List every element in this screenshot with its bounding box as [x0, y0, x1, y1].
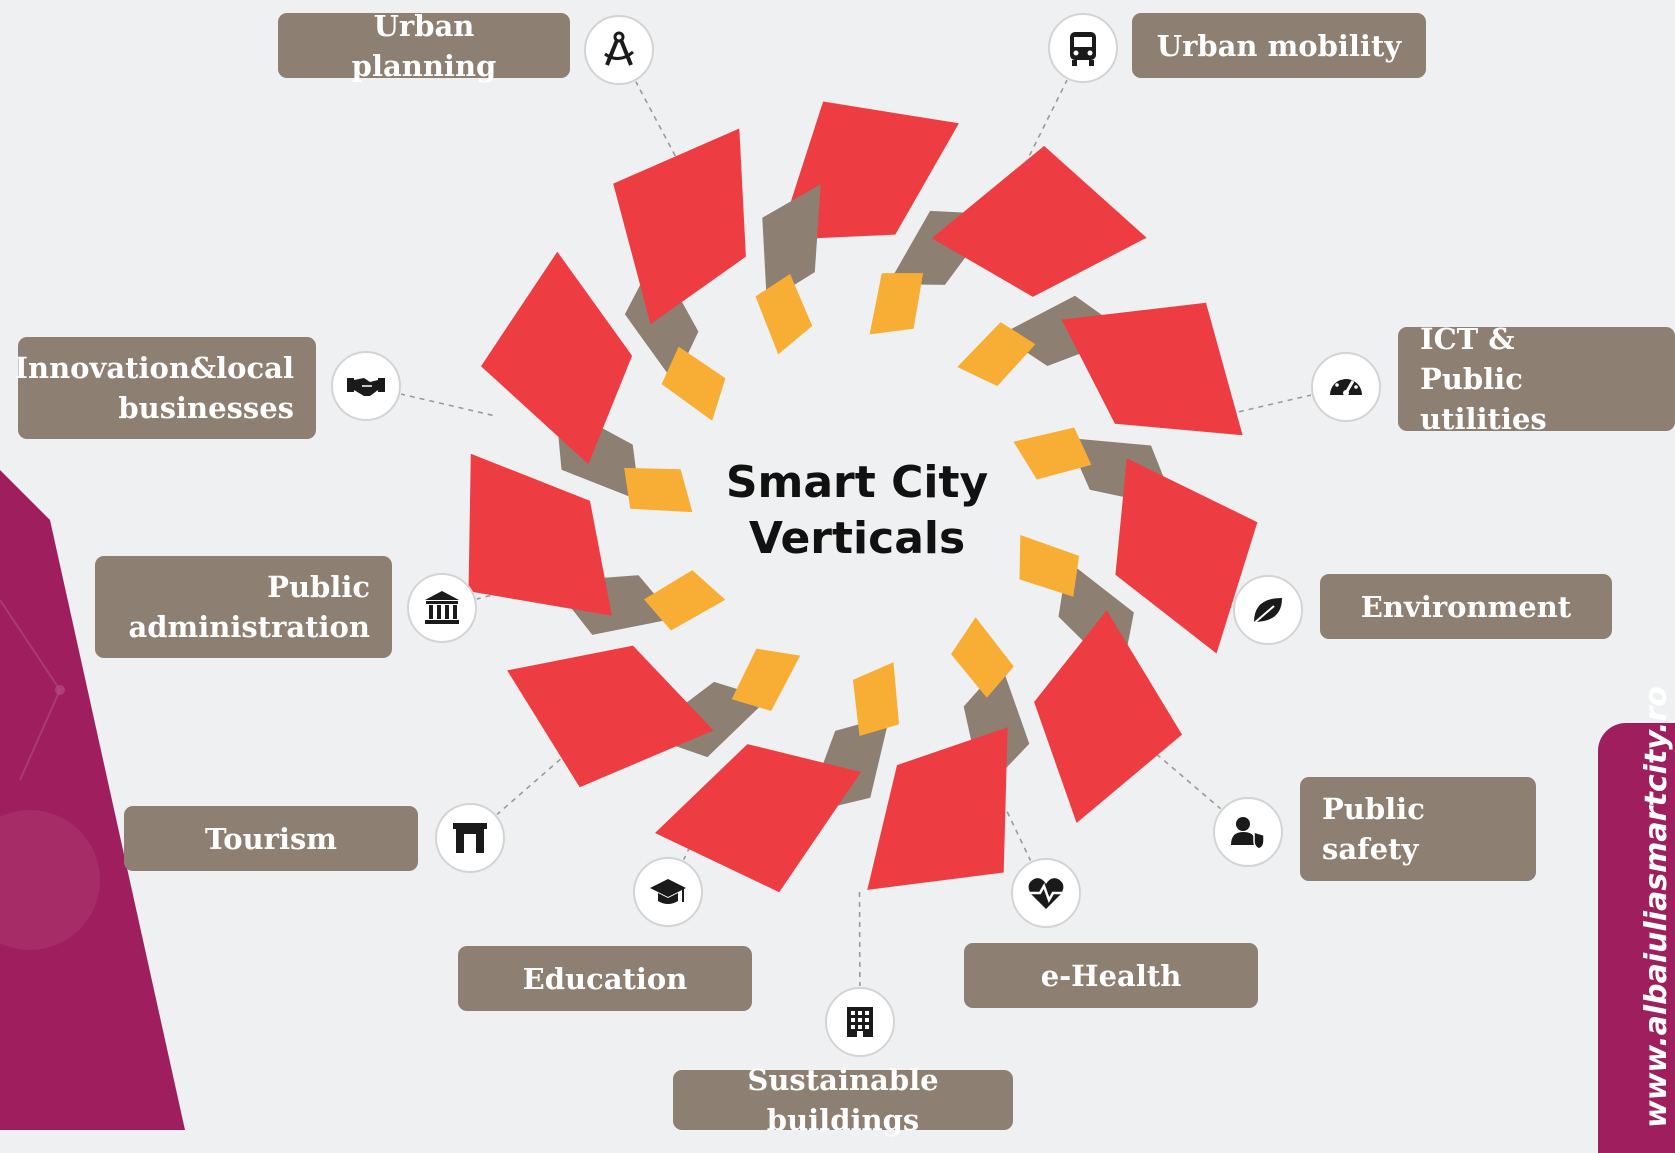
gauge-icon — [1312, 353, 1380, 421]
leaf-icon — [1234, 576, 1302, 644]
website-url: www.albaiuliasmartcity.ro — [1640, 686, 1674, 1128]
connector-line — [401, 394, 493, 415]
center-title-line-2: Verticals — [672, 511, 1042, 567]
building-icon — [826, 988, 894, 1056]
drafting-compass-icon — [585, 16, 653, 84]
yellow-petal — [756, 274, 813, 354]
label-education: Education — [458, 946, 752, 1011]
center-title: Smart City Verticals — [672, 455, 1042, 567]
yellow-petal — [853, 662, 899, 736]
red-petal — [613, 129, 746, 325]
user-shield-icon — [1214, 798, 1282, 866]
label-tourism: Tourism — [124, 806, 418, 871]
columns-icon — [408, 574, 476, 642]
arch-icon — [436, 804, 504, 872]
red-petal — [1034, 610, 1182, 823]
label-public-safety: Public safety — [1300, 777, 1536, 881]
red-petal — [1062, 303, 1243, 436]
label-environment: Environment — [1320, 574, 1612, 639]
bus-icon — [1049, 14, 1117, 82]
label-public-administration: Public administration — [95, 556, 392, 658]
red-petal — [507, 646, 713, 788]
label-innovation-local-businesses: Innovation&local businesses — [18, 337, 316, 439]
heartbeat-icon — [1012, 859, 1080, 927]
connector-line — [497, 753, 568, 815]
graduation-cap-icon — [634, 858, 702, 926]
connector-line — [636, 82, 680, 165]
yellow-petal — [870, 273, 924, 334]
red-petal — [867, 727, 1007, 890]
connector-line — [1149, 748, 1221, 809]
center-title-line-1: Smart City — [672, 455, 1042, 511]
label-urban-planning: Urban planning — [278, 13, 570, 78]
label-urban-mobility: Urban mobility — [1132, 13, 1426, 78]
label-ict-public-utilities: ICT & Public utilities — [1398, 327, 1675, 431]
label-e-health: e-Health — [964, 943, 1258, 1008]
red-petal — [932, 146, 1147, 297]
label-sustainable-buildings: Sustainable buildings — [673, 1070, 1013, 1130]
handshake-icon — [332, 352, 400, 420]
yellow-petal — [732, 649, 801, 711]
